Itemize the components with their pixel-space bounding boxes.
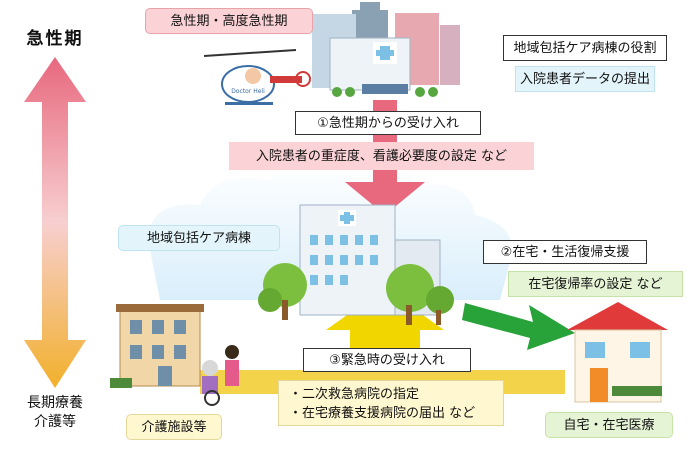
step1-detail: 入院患者の重症度、看護必要度の設定 など: [229, 142, 534, 170]
acute-title: 急性期・高度急性期: [145, 8, 313, 34]
step3-title: ③緊急時の受け入れ: [303, 348, 471, 372]
step3-detail-line1: ・二次救急病院の指定: [289, 387, 420, 402]
step2-detail: 在宅復帰率の設定 など: [508, 271, 683, 297]
chronic-axis-label: 長期療養 介護等: [8, 394, 102, 432]
step1-title: ①急性期からの受け入れ: [295, 111, 481, 135]
care-facility-icon: [110, 304, 239, 406]
acute-axis-label: 急性期: [26, 29, 84, 49]
step2-title: ②在宅・生活復帰支援: [483, 240, 647, 264]
acute-intake-arrow: [345, 168, 425, 215]
home-label: 自宅・在宅医療: [545, 412, 673, 438]
step3-detail-line2: ・在宅療養支援病院の届出 など: [289, 406, 476, 421]
role-data-submission: 入院患者データの提出: [515, 66, 655, 92]
community-hospital-icon: [258, 204, 454, 325]
acute-hospital-icon: [312, 2, 460, 97]
home-icon: [567, 302, 668, 403]
home-return-arrow: [462, 303, 575, 350]
helicopter-label: Doctor Heli: [231, 88, 265, 95]
chronic-axis-line2: 介護等: [34, 414, 76, 430]
helicopter-icon: [203, 49, 311, 105]
role-title: 地域包括ケア病棟の役割: [503, 35, 667, 61]
step3-detail: ・二次救急病院の指定 ・在宅療養支援病院の届出 など: [278, 380, 504, 426]
chronic-axis-line1: 長期療養: [27, 395, 83, 411]
care-facility-label: 介護施設等: [126, 414, 222, 440]
ward-label: 地域包括ケア病棟: [118, 225, 280, 251]
role-panel: 地域包括ケア病棟の役割 入院患者データの提出: [503, 35, 667, 97]
